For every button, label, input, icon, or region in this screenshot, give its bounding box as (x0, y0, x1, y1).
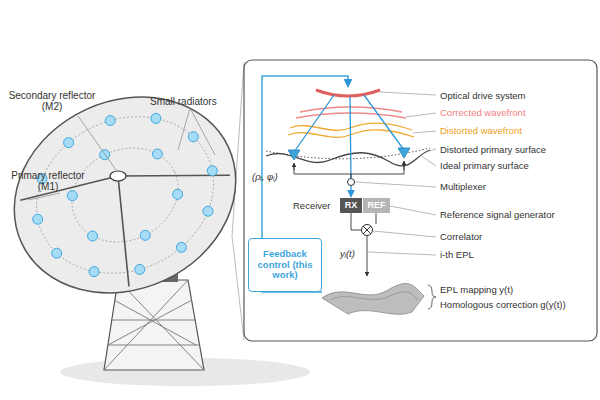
antenna-mount (104, 280, 204, 370)
small-radiator (203, 206, 213, 216)
process-label: EPL mapping y(t) (440, 284, 513, 295)
wavefront-label: Corrected wavefront (440, 107, 526, 118)
signal-ray (294, 95, 404, 152)
part-label: Receiver (293, 200, 331, 211)
receiver-box: RX (340, 198, 362, 213)
signal-arrow (350, 186, 351, 197)
small-radiator (64, 138, 74, 148)
feedback-box: Feedback control (this work) (248, 238, 322, 292)
wavefront-label: Distorted wavefront (440, 125, 522, 136)
small-radiator (188, 132, 198, 142)
surface-label: Distorted primary surface (440, 144, 546, 155)
process-label: Homologous correction g(y(t)) (440, 299, 566, 310)
radiator-ring (72, 148, 178, 242)
brace (428, 285, 436, 309)
correlator-symbol (362, 225, 373, 236)
reference-box: REF (363, 198, 390, 213)
feed-line (351, 174, 352, 178)
node-text: REF (368, 200, 386, 210)
small-radiator (288, 150, 300, 160)
small-radiator (398, 148, 410, 158)
small-radiator (151, 113, 161, 123)
primary-reflector (0, 62, 268, 329)
part-label: Reference signal generator (440, 209, 555, 220)
small-radiator (173, 189, 183, 199)
small-radiator (67, 191, 77, 201)
small-radiator (89, 267, 99, 277)
small-radiator (176, 242, 186, 252)
feed-bracket (294, 162, 404, 174)
small-radiator (33, 214, 43, 224)
node-text: Feedback control (this work) (251, 249, 319, 282)
optical-drive (316, 90, 380, 96)
small-radiator (105, 116, 115, 126)
part-label: Multiplexer (440, 181, 486, 192)
part-label: Small radiators (150, 96, 217, 107)
small-radiator (135, 264, 145, 274)
small-radiator (100, 150, 110, 160)
signal-label: yᵢ(t) (340, 248, 355, 259)
epl-arrow (367, 236, 368, 276)
small-radiator (140, 230, 150, 240)
part-label: Correlator (440, 231, 482, 242)
correlator-cross (363, 226, 371, 234)
feed-arrow (404, 161, 405, 170)
secondary-reflector (110, 171, 126, 181)
signal-label: i-th EPL (440, 249, 474, 260)
small-radiator (52, 248, 62, 258)
signal-ray (350, 97, 351, 178)
detail-panel (244, 60, 597, 341)
part-label: Secondary reflector (M2) (2, 90, 102, 112)
corrected-wavefront (296, 107, 406, 118)
support-strut (118, 176, 129, 286)
mount-truss (104, 280, 204, 370)
feed-arrow (294, 163, 295, 170)
small-radiator (207, 166, 217, 176)
leader-line (355, 92, 436, 255)
small-radiator (88, 231, 98, 241)
surface-label: Ideal primary surface (440, 160, 529, 171)
multiplexer-symbol (348, 179, 355, 186)
epl-map (322, 284, 424, 315)
part-label: Primary reflector (M1) (2, 170, 94, 192)
epl-map-contour (330, 292, 418, 300)
small-radiator (152, 149, 162, 159)
node-text: RX (345, 200, 358, 210)
part-label: Optical drive system (440, 90, 526, 101)
coordinate-label: (ρᵢ, φᵢ) (252, 171, 278, 182)
